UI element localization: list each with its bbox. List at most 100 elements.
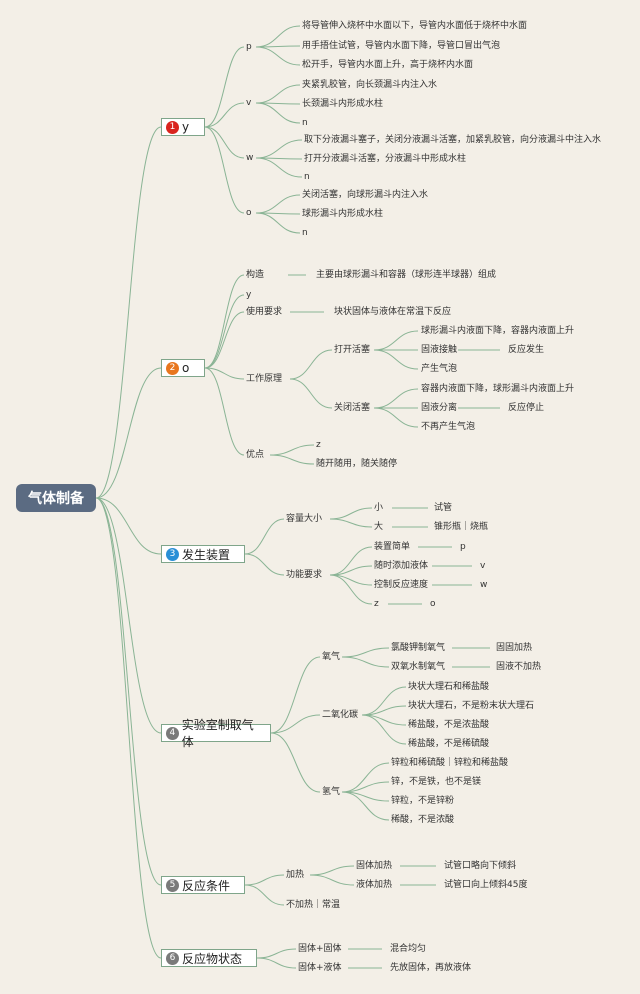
- leaf[interactable]: 产生气泡: [421, 364, 458, 374]
- connector: [244, 884, 285, 906]
- node[interactable]: 功能要求: [286, 570, 323, 580]
- node[interactable]: w: [246, 153, 254, 163]
- connector: [255, 102, 301, 124]
- branch-number-badge: 3: [166, 547, 179, 561]
- leaf[interactable]: 试管口向上倾斜45度: [444, 880, 528, 890]
- node[interactable]: 控制反应速度: [374, 580, 429, 590]
- leaf[interactable]: 稀盐酸，不是浓盐酸: [408, 720, 490, 730]
- node[interactable]: 固体+液体: [298, 963, 342, 973]
- node[interactable]: o: [246, 208, 252, 218]
- node[interactable]: y: [246, 290, 252, 300]
- connector: [204, 102, 245, 128]
- leaf[interactable]: 先放固体，再放液体: [390, 963, 472, 973]
- connector: [373, 388, 419, 409]
- node[interactable]: 大: [374, 522, 384, 532]
- leaf[interactable]: 固液不加热: [496, 662, 542, 672]
- leaf[interactable]: 主要由球形漏斗和容器（球形连半球器）组成: [316, 270, 497, 280]
- leaf[interactable]: 固液分离: [421, 403, 458, 413]
- connector: [270, 656, 321, 734]
- leaf[interactable]: 不再产生气泡: [421, 422, 476, 432]
- leaf[interactable]: p: [460, 542, 466, 552]
- branch-label: 反应物状态: [182, 951, 243, 966]
- branch-label: y: [182, 120, 190, 134]
- connector: [270, 714, 321, 734]
- leaf[interactable]: 固液接触: [421, 345, 458, 355]
- leaf[interactable]: 取下分液漏斗塞子，关闭分液漏斗活塞，加紧乳胶管，向分液漏斗中注入水: [304, 135, 602, 145]
- leaf[interactable]: 松开手，导管内水面上升，高于烧杯内水面: [302, 60, 474, 70]
- leaf[interactable]: 试管: [434, 503, 453, 513]
- leaf[interactable]: 将导管伸入烧杯中水面以下，导管内水面低于烧杯中水面: [302, 21, 528, 31]
- node[interactable]: 优点: [246, 450, 265, 460]
- leaf[interactable]: 锥形瓶｜烧瓶: [434, 522, 489, 532]
- leaf[interactable]: 长颈漏斗内形成水柱: [302, 99, 384, 109]
- node[interactable]: 二氧化碳: [322, 710, 359, 720]
- leaf[interactable]: 块状大理石和稀盐酸: [408, 682, 490, 692]
- node[interactable]: 容量大小: [286, 514, 323, 524]
- leaf[interactable]: n: [302, 228, 308, 238]
- leaf[interactable]: 用手捂住试管，导管内水面下降，导管口冒出气泡: [302, 41, 501, 51]
- leaf[interactable]: 块状固体与液体在常温下反应: [334, 307, 452, 317]
- leaf[interactable]: 固固加热: [496, 643, 533, 653]
- leaf[interactable]: 混合均匀: [390, 944, 427, 954]
- root-label: 气体制备: [28, 491, 84, 507]
- node[interactable]: v: [246, 98, 252, 108]
- leaf[interactable]: 随开随用，随关随停: [316, 459, 398, 469]
- leaf[interactable]: 稀酸，不是浓酸: [391, 815, 455, 825]
- leaf[interactable]: 锌粒和稀硫酸｜锌粒和稀盐酸: [391, 758, 509, 768]
- leaf[interactable]: 容器内液面下降，球形漏斗内液面上升: [421, 384, 575, 394]
- leaf[interactable]: 锌粒，不是锌粉: [391, 796, 455, 806]
- node[interactable]: 氯酸钾制氧气: [391, 643, 446, 653]
- node[interactable]: 氧气: [322, 652, 341, 662]
- connector: [255, 84, 301, 104]
- connector: [204, 294, 245, 369]
- node[interactable]: 双氧水制氧气: [391, 662, 446, 672]
- node[interactable]: 小: [374, 503, 384, 513]
- connector: [361, 714, 407, 745]
- node[interactable]: p: [246, 42, 252, 52]
- node[interactable]: 氢气: [322, 787, 341, 797]
- node[interactable]: 固体+固体: [298, 944, 342, 954]
- node[interactable]: 装置简单: [374, 542, 411, 552]
- leaf[interactable]: 试管口略向下倾斜: [444, 861, 517, 871]
- leaf[interactable]: z: [316, 440, 321, 450]
- node[interactable]: 液体加热: [356, 880, 393, 890]
- connector: [255, 212, 301, 234]
- branch-label: 发生装置: [182, 547, 231, 562]
- leaf[interactable]: w: [480, 580, 488, 590]
- node[interactable]: 构造: [246, 270, 265, 280]
- leaf[interactable]: 稀盐酸，不是稀硫酸: [408, 739, 490, 749]
- node[interactable]: 加热: [286, 870, 305, 880]
- leaf[interactable]: n: [304, 172, 310, 182]
- branch-label: o: [182, 361, 190, 375]
- branch-label: 反应条件: [182, 878, 231, 893]
- connector: [244, 518, 285, 555]
- leaf[interactable]: 夹紧乳胶管，向长颈漏斗内注入水: [302, 80, 438, 90]
- leaf[interactable]: 反应发生: [508, 345, 545, 355]
- leaf[interactable]: 关闭活塞，向球形漏斗内注入水: [302, 190, 429, 200]
- leaf[interactable]: 球形漏斗内液面下降，容器内液面上升: [421, 326, 575, 336]
- node[interactable]: 关闭活塞: [334, 403, 371, 413]
- leaf[interactable]: 打开分液漏斗活塞，分液漏斗中形成水柱: [304, 154, 467, 164]
- leaf[interactable]: 锌，不是铁，也不是镁: [391, 777, 482, 787]
- node[interactable]: z: [374, 599, 379, 609]
- leaf[interactable]: v: [480, 561, 486, 571]
- node[interactable]: 工作原理: [246, 374, 283, 384]
- node[interactable]: 固体加热: [356, 861, 393, 871]
- leaf[interactable]: o: [430, 599, 436, 609]
- leaf[interactable]: 球形漏斗内形成水柱: [302, 209, 384, 219]
- root-node[interactable]: 气体制备: [16, 484, 96, 512]
- node[interactable]: 使用要求: [246, 307, 283, 317]
- node[interactable]: 不加热｜常温: [286, 900, 341, 910]
- leaf[interactable]: 反应停止: [508, 403, 545, 413]
- node[interactable]: 打开活塞: [334, 345, 371, 355]
- connector: [269, 444, 315, 456]
- leaf[interactable]: 块状大理石，不是粉末状大理石: [408, 701, 535, 711]
- node[interactable]: 随时添加液体: [374, 561, 429, 571]
- leaf[interactable]: n: [302, 118, 308, 128]
